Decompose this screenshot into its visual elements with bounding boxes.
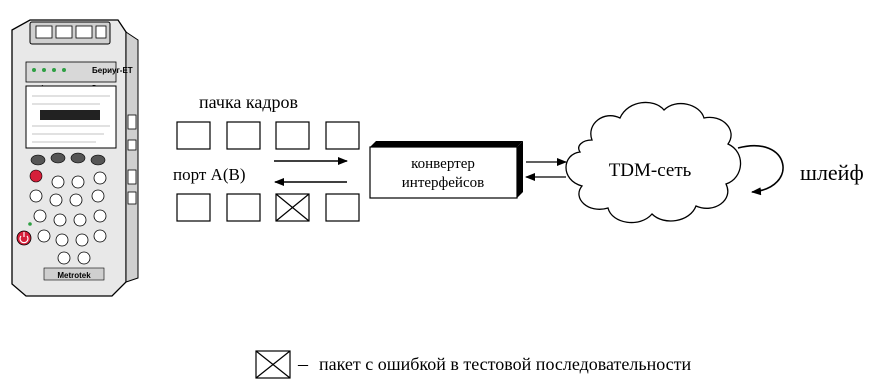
function-key	[50, 152, 66, 164]
keypad-key	[77, 251, 91, 265]
frame-box	[325, 121, 360, 150]
nav-key	[71, 175, 85, 189]
tdm-network-cloud: TDM-сеть	[565, 101, 742, 224]
interface-converter: конвертер интерфейсов	[369, 141, 523, 199]
frame-box	[275, 121, 310, 150]
connector-port	[75, 25, 93, 39]
function-key	[90, 154, 106, 166]
keypad-key	[29, 189, 43, 203]
footer-strip	[43, 267, 105, 281]
status-led	[32, 68, 36, 72]
cloud-shape	[565, 101, 742, 224]
side-connector	[127, 114, 137, 130]
frame-burst-top	[176, 121, 360, 150]
keypad-key	[93, 209, 107, 223]
screen-selection	[40, 110, 100, 120]
cancel-key	[29, 169, 43, 183]
keypad-key	[93, 229, 107, 243]
function-key	[30, 154, 46, 166]
keypad-key	[49, 193, 63, 207]
status-led	[52, 68, 56, 72]
status-led	[62, 68, 66, 72]
keypad	[29, 189, 107, 265]
device-brand-label: Бериуг-ET	[92, 66, 133, 75]
keypad-key	[73, 213, 87, 227]
frame-box	[226, 193, 261, 222]
frame-box	[325, 193, 360, 222]
keypad-key	[57, 251, 71, 265]
nav-key	[51, 175, 65, 189]
tester-device: Бериуг-ET A B	[11, 19, 139, 297]
side-connector	[127, 169, 137, 185]
legend-dash: –	[297, 353, 309, 375]
error-cross-line	[275, 193, 310, 222]
frame-box	[226, 121, 261, 150]
keypad-key	[91, 189, 105, 203]
keypad-key	[69, 193, 83, 207]
converter-front-face	[369, 146, 518, 199]
ok-key	[93, 171, 107, 185]
frames-label: пачка кадров	[199, 92, 298, 112]
keypad-key	[55, 233, 69, 247]
converter-side-face	[517, 141, 523, 198]
connector-port	[55, 25, 73, 39]
label-strip	[25, 61, 117, 83]
converter-label-line2: интерфейсов	[402, 175, 484, 191]
connector-port	[35, 25, 53, 39]
device-side	[125, 31, 139, 283]
loop-arrow	[737, 145, 784, 196]
power-led	[28, 222, 32, 226]
port-label: порт A(B)	[173, 165, 246, 184]
frame-burst-bottom	[176, 193, 360, 222]
converter-label-line1: конвертер	[411, 156, 475, 172]
frame-box	[176, 121, 211, 150]
keypad-key	[33, 209, 47, 223]
function-key	[70, 152, 86, 164]
status-led	[42, 68, 46, 72]
frame-box	[176, 193, 211, 222]
side-connector	[127, 191, 137, 205]
legend: – пакет с ошибкой в тестовой последовате…	[255, 350, 692, 379]
loop-label: шлейф	[800, 160, 864, 185]
legend-cross-line	[255, 350, 291, 379]
cloud-label: TDM-сеть	[609, 160, 692, 181]
legend-text: пакет с ошибкой в тестовой последователь…	[319, 354, 692, 374]
keypad-key	[53, 213, 67, 227]
keypad-key	[37, 229, 51, 243]
connector-port	[95, 25, 107, 39]
converter-top-face	[370, 141, 523, 147]
side-connector	[127, 139, 137, 151]
power-icon	[19, 235, 29, 244]
keypad-key	[75, 233, 89, 247]
device-footer-label: Metrotek	[57, 271, 91, 280]
